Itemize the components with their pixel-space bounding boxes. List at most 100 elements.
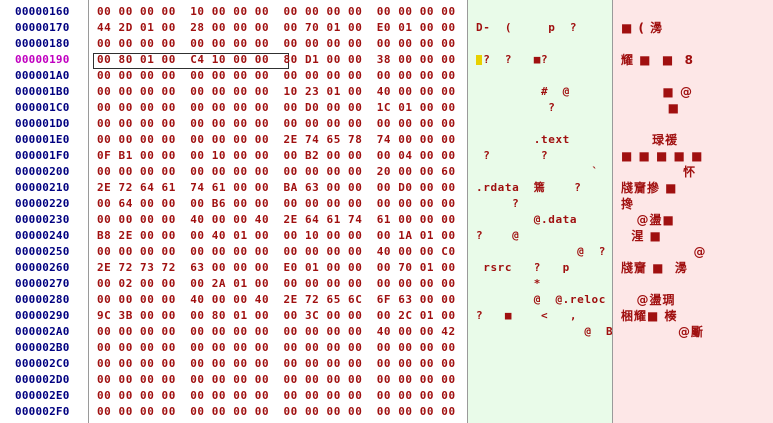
ascii-row[interactable] bbox=[468, 404, 613, 420]
unicode-row[interactable]: ■ bbox=[613, 100, 773, 116]
ascii-row[interactable] bbox=[468, 4, 613, 20]
hex-row[interactable]: 00 00 00 00 00 00 00 00 00 00 00 00 00 0… bbox=[89, 68, 468, 84]
ascii-row[interactable]: ? ? ■? bbox=[468, 52, 613, 68]
hex-row[interactable]: 00 00 00 00 00 00 00 00 00 00 00 00 00 0… bbox=[89, 36, 468, 52]
hex-bytes[interactable]: 00 00 00 00 00 00 00 00 2E 74 65 78 74 0… bbox=[97, 133, 456, 146]
hex-row[interactable]: 00 00 00 00 00 00 00 00 00 D0 00 00 1C 0… bbox=[89, 100, 468, 116]
hex-row[interactable]: 00 00 00 00 00 00 00 00 00 00 00 00 40 0… bbox=[89, 324, 468, 340]
unicode-row[interactable]: ■ @ bbox=[613, 84, 773, 100]
unicode-row[interactable]: 琭禐 bbox=[613, 132, 773, 148]
unicode-row[interactable]: ■ ( 澷 bbox=[613, 20, 773, 36]
ascii-row[interactable] bbox=[468, 116, 613, 132]
hex-row[interactable]: 9C 3B 00 00 00 80 01 00 00 3C 00 00 00 2… bbox=[89, 308, 468, 324]
hex-bytes[interactable]: 00 00 00 00 00 00 00 00 00 00 00 00 00 0… bbox=[97, 37, 456, 50]
unicode-row[interactable] bbox=[613, 372, 773, 388]
unicode-row[interactable] bbox=[613, 388, 773, 404]
hex-bytes[interactable]: 00 00 00 00 00 00 00 00 00 00 00 00 00 0… bbox=[97, 405, 456, 418]
hex-row[interactable]: 00 02 00 00 00 2A 01 00 00 00 00 00 00 0… bbox=[89, 276, 468, 292]
ascii-row[interactable]: .text bbox=[468, 132, 613, 148]
hex-bytes[interactable]: 00 00 00 00 00 00 00 00 00 00 00 00 00 0… bbox=[97, 357, 456, 370]
hex-row[interactable]: 00 00 00 00 00 00 00 00 00 00 00 00 20 0… bbox=[89, 164, 468, 180]
hex-row[interactable]: 00 00 00 00 00 00 00 00 10 23 01 00 40 0… bbox=[89, 84, 468, 100]
hex-row[interactable]: 2E 72 64 61 74 61 00 00 BA 63 00 00 00 D… bbox=[89, 180, 468, 196]
ascii-row[interactable]: ? bbox=[468, 196, 613, 212]
hex-bytes[interactable]: 00 00 00 00 00 00 00 00 10 23 01 00 40 0… bbox=[97, 85, 456, 98]
ascii-row[interactable]: rsrc ? p bbox=[468, 260, 613, 276]
hex-bytes[interactable]: 00 00 00 00 00 00 00 00 00 00 00 00 20 0… bbox=[97, 165, 456, 178]
unicode-row[interactable] bbox=[613, 68, 773, 84]
ascii-row[interactable]: @.data bbox=[468, 212, 613, 228]
hex-bytes[interactable]: 2E 72 73 72 63 00 00 00 E0 01 00 00 00 7… bbox=[97, 261, 456, 274]
ascii-row[interactable]: ? @ bbox=[468, 228, 613, 244]
unicode-row[interactable]: 牋齎 ■ 澷 bbox=[613, 260, 773, 276]
hex-row[interactable]: 00 00 00 00 00 00 00 00 00 00 00 00 00 0… bbox=[89, 372, 468, 388]
ascii-row[interactable]: # @ bbox=[468, 84, 613, 100]
ascii-row[interactable]: ? ? bbox=[468, 148, 613, 164]
unicode-row[interactable]: 湦 ■ bbox=[613, 228, 773, 244]
hex-row[interactable]: B8 2E 00 00 00 40 01 00 00 10 00 00 00 1… bbox=[89, 228, 468, 244]
ascii-row[interactable] bbox=[468, 372, 613, 388]
hex-row[interactable]: 00 00 00 00 00 00 00 00 00 00 00 00 00 0… bbox=[89, 340, 468, 356]
hex-bytes[interactable]: 44 2D 01 00 28 00 00 00 00 70 01 00 E0 0… bbox=[97, 21, 456, 34]
hex-bytes[interactable]: 00 02 00 00 00 2A 01 00 00 00 00 00 00 0… bbox=[97, 277, 456, 290]
hex-row[interactable]: 00 00 00 00 40 00 00 40 2E 72 65 6C 6F 6… bbox=[89, 292, 468, 308]
hex-bytes[interactable]: 00 00 00 00 00 00 00 00 00 00 00 00 00 0… bbox=[97, 373, 456, 386]
hex-bytes[interactable]: 00 00 00 00 40 00 00 40 2E 72 65 6C 6F 6… bbox=[97, 293, 456, 306]
ascii-row[interactable]: @ ? bbox=[468, 244, 613, 260]
hex-row[interactable]: 00 00 00 00 10 00 00 00 00 00 00 00 00 0… bbox=[89, 4, 468, 20]
ascii-row[interactable]: @ B bbox=[468, 324, 613, 340]
unicode-row[interactable]: 梱耀■ 楱 bbox=[613, 308, 773, 324]
hex-bytes[interactable]: 00 00 00 00 40 00 00 40 2E 64 61 74 61 0… bbox=[97, 213, 456, 226]
hex-bytes[interactable]: 00 80 01 00 C4 10 00 00 80 D1 00 00 38 0… bbox=[97, 53, 456, 66]
hex-row[interactable]: 00 00 00 00 00 00 00 00 00 00 00 00 00 0… bbox=[89, 404, 468, 420]
unicode-row[interactable]: @ bbox=[613, 244, 773, 260]
ascii-row[interactable] bbox=[468, 340, 613, 356]
unicode-row[interactable] bbox=[613, 356, 773, 372]
hex-bytes[interactable]: 00 00 00 00 00 00 00 00 00 D0 00 00 1C 0… bbox=[97, 101, 456, 114]
hex-row[interactable]: 44 2D 01 00 28 00 00 00 00 70 01 00 E0 0… bbox=[89, 20, 468, 36]
unicode-row[interactable] bbox=[613, 340, 773, 356]
hex-row[interactable]: 00 00 00 00 00 00 00 00 00 00 00 00 40 0… bbox=[89, 244, 468, 260]
hex-bytes[interactable]: 00 00 00 00 00 00 00 00 00 00 00 00 00 0… bbox=[97, 69, 456, 82]
hex-bytes[interactable]: 00 00 00 00 10 00 00 00 00 00 00 00 00 0… bbox=[97, 5, 456, 18]
hex-bytes[interactable]: 00 00 00 00 00 00 00 00 00 00 00 00 00 0… bbox=[97, 341, 456, 354]
ascii-row[interactable] bbox=[468, 36, 613, 52]
ascii-text-column[interactable]: D- ( p ? ? ? ■? # @ ? .text ? ? `.rdata … bbox=[467, 0, 613, 423]
hex-bytes-column[interactable]: 00 00 00 00 10 00 00 00 00 00 00 00 00 0… bbox=[88, 0, 468, 423]
hex-bytes[interactable]: 2E 72 64 61 74 61 00 00 BA 63 00 00 00 D… bbox=[97, 181, 456, 194]
unicode-row[interactable]: 耀 ■ ■ 8 bbox=[613, 52, 773, 68]
hex-row[interactable]: 00 00 00 00 40 00 00 40 2E 64 61 74 61 0… bbox=[89, 212, 468, 228]
hex-bytes[interactable]: 00 00 00 00 00 00 00 00 00 00 00 00 00 0… bbox=[97, 389, 456, 402]
ascii-row[interactable] bbox=[468, 68, 613, 84]
hex-row[interactable]: 00 00 00 00 00 00 00 00 00 00 00 00 00 0… bbox=[89, 116, 468, 132]
hex-row[interactable]: 00 00 00 00 00 00 00 00 00 00 00 00 00 0… bbox=[89, 356, 468, 372]
hex-bytes[interactable]: 9C 3B 00 00 00 80 01 00 00 3C 00 00 00 2… bbox=[97, 309, 456, 322]
unicode-row[interactable]: 怀 bbox=[613, 164, 773, 180]
hex-bytes[interactable]: 00 00 00 00 00 00 00 00 00 00 00 00 00 0… bbox=[97, 117, 456, 130]
hex-row[interactable]: 2E 72 73 72 63 00 00 00 E0 01 00 00 00 7… bbox=[89, 260, 468, 276]
unicode-row[interactable]: @斸 bbox=[613, 324, 773, 340]
ascii-row[interactable]: .rdata 篶 ? bbox=[468, 180, 613, 196]
hex-bytes[interactable]: 00 00 00 00 00 00 00 00 00 00 00 00 40 0… bbox=[97, 325, 456, 338]
hex-row[interactable]: 00 80 01 00 C4 10 00 00 80 D1 00 00 38 0… bbox=[89, 52, 468, 69]
unicode-row[interactable]: 搀 bbox=[613, 196, 773, 212]
hex-row[interactable]: 00 00 00 00 00 00 00 00 00 00 00 00 00 0… bbox=[89, 388, 468, 404]
hex-bytes[interactable]: B8 2E 00 00 00 40 01 00 00 10 00 00 00 1… bbox=[97, 229, 456, 242]
hex-bytes[interactable]: 00 00 00 00 00 00 00 00 00 00 00 00 40 0… bbox=[97, 245, 456, 258]
unicode-row[interactable]: @盪■ bbox=[613, 212, 773, 228]
ascii-row[interactable]: @ @.reloc bbox=[468, 292, 613, 308]
ascii-row[interactable]: ? bbox=[468, 100, 613, 116]
unicode-row[interactable] bbox=[613, 276, 773, 292]
unicode-row[interactable] bbox=[613, 116, 773, 132]
ascii-row[interactable] bbox=[468, 356, 613, 372]
ascii-row[interactable]: D- ( p ? bbox=[468, 20, 613, 36]
hex-row[interactable]: 0F B1 00 00 00 10 00 00 00 B2 00 00 00 0… bbox=[89, 148, 468, 164]
hex-bytes[interactable]: 0F B1 00 00 00 10 00 00 00 B2 00 00 00 0… bbox=[97, 149, 456, 162]
unicode-row[interactable] bbox=[613, 404, 773, 420]
unicode-row[interactable]: @盪琱 bbox=[613, 292, 773, 308]
ascii-row[interactable]: ` bbox=[468, 164, 613, 180]
hex-row[interactable]: 00 64 00 00 00 B6 00 00 00 00 00 00 00 0… bbox=[89, 196, 468, 212]
hex-bytes[interactable]: 00 64 00 00 00 B6 00 00 00 00 00 00 00 0… bbox=[97, 197, 456, 210]
unicode-row[interactable]: ■ ■ ■ ■ ■ bbox=[613, 148, 773, 164]
